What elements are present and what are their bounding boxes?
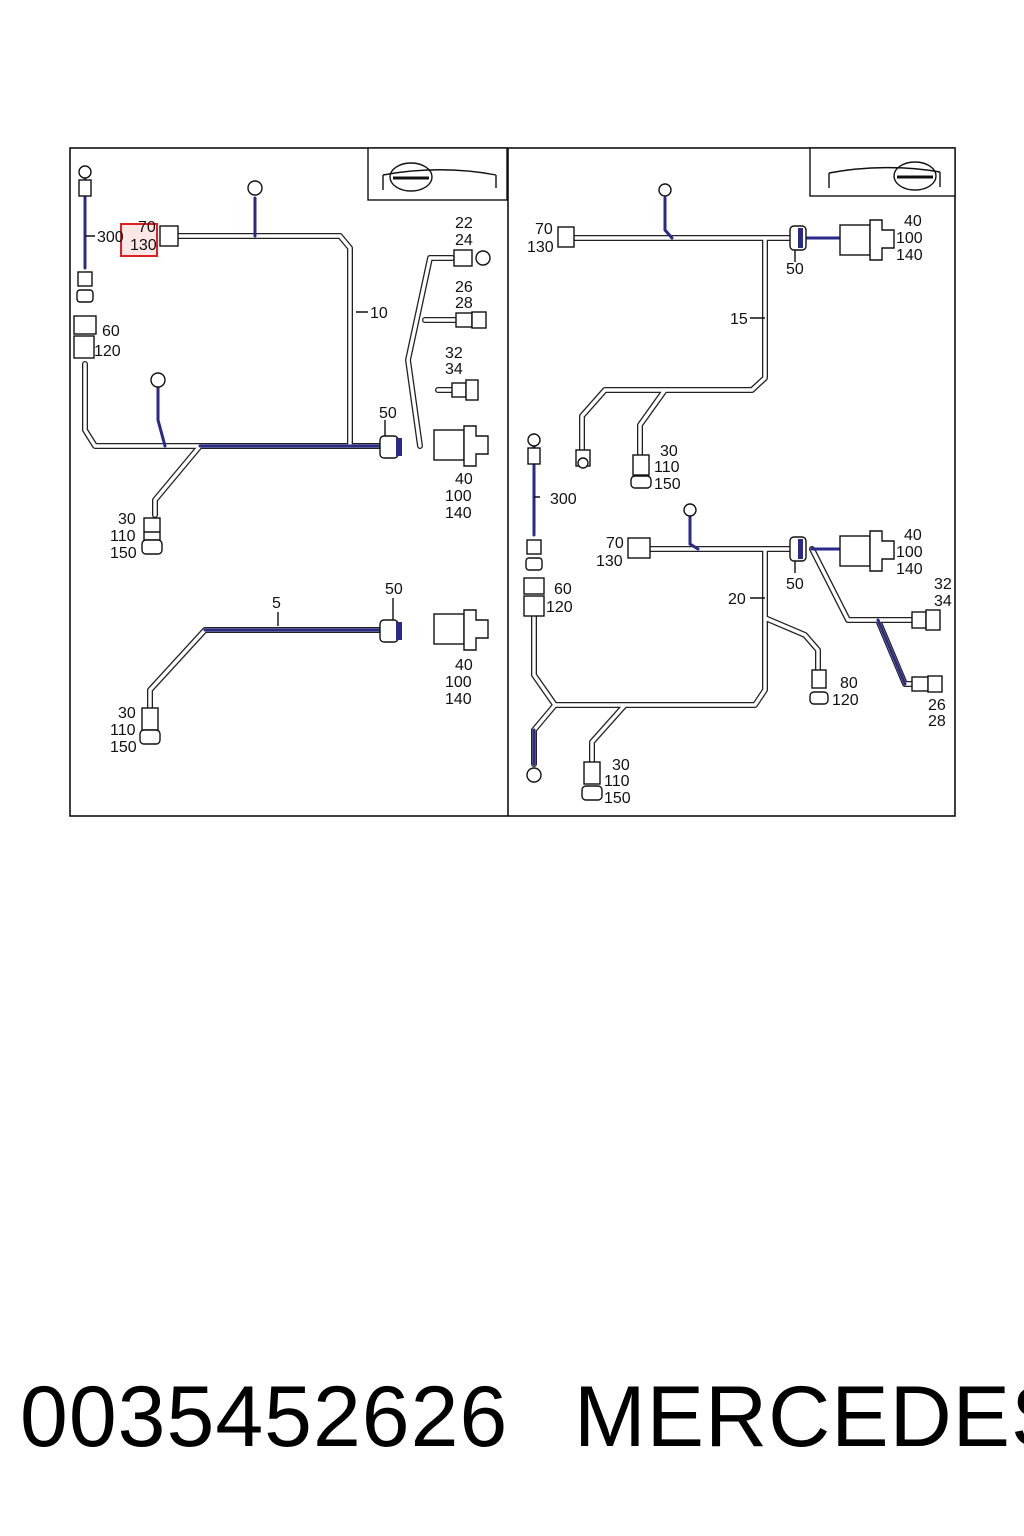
callout-100-r2: 100 [896, 544, 923, 561]
highlighted-callout [120, 223, 158, 257]
callout-50-r2: 50 [786, 576, 804, 593]
callout-80: 80 [840, 675, 858, 692]
callout-28-r2: 28 [928, 713, 946, 730]
callout-30-r1: 30 [660, 443, 678, 460]
callout-40-r1: 40 [904, 213, 922, 230]
callout-150-r1: 150 [654, 476, 681, 493]
callout-30-r2: 30 [612, 757, 630, 774]
callout-150: 150 [110, 545, 137, 562]
harness-15 [557, 183, 895, 489]
callout-70: 70 [138, 219, 156, 236]
callout-26: 26 [455, 279, 473, 296]
callout-15: 15 [730, 311, 748, 328]
callout-140: 140 [445, 505, 472, 522]
callout-50-r1: 50 [786, 261, 804, 278]
callout-140-r1: 140 [896, 247, 923, 264]
callout-100-lower: 100 [445, 674, 472, 691]
callout-5: 5 [272, 595, 281, 612]
callout-150-lower: 150 [110, 739, 137, 756]
callout-24: 24 [455, 232, 473, 249]
callout-130-r1: 130 [527, 239, 554, 256]
callout-300: 300 [97, 229, 124, 246]
callout-30: 30 [118, 511, 136, 528]
callout-32-r2: 32 [934, 576, 952, 593]
callout-100-r1: 100 [896, 230, 923, 247]
callout-120: 120 [94, 343, 121, 360]
callout-10: 10 [370, 305, 388, 322]
steering-position-icon-left [367, 147, 508, 201]
callout-34-r2: 34 [934, 593, 952, 610]
callout-50: 50 [379, 405, 397, 422]
callout-40-r2: 40 [904, 527, 922, 544]
callout-110-r2: 110 [604, 773, 630, 790]
brand-name: MERCEDES [574, 1369, 1024, 1465]
callout-26-r2: 26 [928, 697, 946, 714]
callout-20: 20 [728, 591, 746, 608]
callout-34: 34 [445, 361, 463, 378]
callout-32: 32 [445, 345, 463, 362]
callout-30-lower: 30 [118, 705, 136, 722]
callout-60: 60 [102, 323, 120, 340]
part-number: 0035452626 [20, 1369, 509, 1465]
callout-120-r2: 120 [546, 599, 573, 616]
wiring-harness-diagram: 300 70 130 10 22 24 26 28 32 34 60 120 5… [69, 147, 956, 817]
callout-70-r2: 70 [606, 535, 624, 552]
callout-22: 22 [455, 215, 473, 232]
callout-140-r2: 140 [896, 561, 923, 578]
callout-70-r1: 70 [535, 221, 553, 238]
callout-40: 40 [455, 471, 473, 488]
steering-position-icon-right [809, 147, 956, 197]
callout-140-lower: 140 [445, 691, 472, 708]
callout-110-lower: 110 [110, 722, 136, 739]
callout-50-lower: 50 [385, 581, 403, 598]
callout-130: 130 [130, 237, 157, 254]
callout-28: 28 [455, 295, 473, 312]
callout-40-lower: 40 [455, 657, 473, 674]
callout-110-r1: 110 [654, 459, 680, 476]
harness-5 [139, 609, 489, 745]
callout-100: 100 [445, 488, 472, 505]
callout-300-r2: 300 [550, 491, 577, 508]
callout-110: 110 [110, 528, 136, 545]
harness-10 [73, 165, 491, 555]
callout-120-r2b: 120 [832, 692, 859, 709]
harness-20 [523, 433, 943, 801]
callout-150-r2: 150 [604, 790, 631, 807]
callout-130-r2: 130 [596, 553, 623, 570]
diagram-frame [69, 147, 956, 817]
callout-60-r2: 60 [554, 581, 572, 598]
